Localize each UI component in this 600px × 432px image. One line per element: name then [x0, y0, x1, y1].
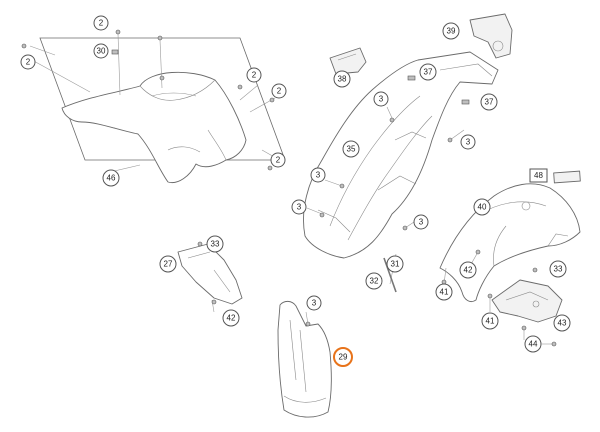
- svg-text:31: 31: [391, 260, 400, 269]
- svg-text:32: 32: [370, 277, 379, 286]
- callout-3-c: 3: [310, 167, 326, 183]
- rear-bracket-part: [491, 279, 563, 323]
- svg-text:48: 48: [534, 171, 543, 180]
- svg-text:33: 33: [211, 240, 220, 249]
- svg-text:46: 46: [107, 174, 116, 183]
- callout-2-e: 2: [270, 152, 286, 168]
- cover-piece-part: [469, 13, 513, 59]
- callout-41-b: 41: [481, 312, 499, 330]
- callout-43: 43: [553, 314, 571, 332]
- callout-31: 31: [386, 255, 404, 273]
- svg-text:37: 37: [485, 98, 494, 107]
- callout-group: 2 30 2 2 2 2 46 39 38 37 37 3 35 3 3 3 3…: [20, 15, 571, 367]
- svg-text:2: 2: [276, 156, 281, 165]
- callout-2-d: 2: [271, 83, 287, 99]
- callout-3-d: 3: [291, 199, 307, 215]
- callout-35: 35: [342, 140, 360, 158]
- svg-text:2: 2: [252, 71, 257, 80]
- callout-37-b: 37: [480, 93, 498, 111]
- callout-41-a: 41: [435, 283, 453, 301]
- callout-30: 30: [93, 43, 109, 59]
- callout-42-a: 42: [459, 261, 477, 279]
- svg-text:44: 44: [529, 340, 538, 349]
- svg-text:39: 39: [447, 27, 456, 36]
- svg-text:3: 3: [312, 299, 317, 308]
- svg-text:3: 3: [419, 218, 424, 227]
- callout-39: 39: [442, 22, 460, 40]
- callout-40: 40: [473, 198, 491, 216]
- tank-cover-group: [21, 29, 286, 184]
- svg-text:35: 35: [347, 145, 356, 154]
- callout-48-square: 48: [529, 168, 548, 183]
- svg-text:40: 40: [478, 203, 487, 212]
- svg-text:27: 27: [164, 260, 173, 269]
- svg-text:2: 2: [99, 19, 104, 28]
- svg-text:42: 42: [227, 314, 236, 323]
- callout-32: 32: [365, 272, 383, 290]
- reflector-part: [553, 170, 581, 184]
- callout-3-f: 3: [306, 295, 322, 311]
- bracket-part: [329, 47, 367, 75]
- callout-2-c: 2: [246, 67, 262, 83]
- callout-38: 38: [333, 70, 351, 88]
- svg-text:2: 2: [26, 58, 31, 67]
- callout-27: 27: [159, 255, 177, 273]
- svg-text:33: 33: [554, 265, 563, 274]
- side-panel-part: [177, 243, 243, 305]
- callout-44: 44: [524, 335, 542, 353]
- svg-text:42: 42: [464, 266, 473, 275]
- callout-46: 46: [102, 169, 120, 187]
- callout-2-b: 2: [20, 54, 36, 70]
- callout-3-b: 3: [460, 134, 476, 150]
- callout-42-b: 42: [222, 309, 240, 327]
- rear-fender-part: [439, 183, 581, 303]
- callout-33-b: 33: [549, 260, 567, 278]
- svg-text:38: 38: [338, 75, 347, 84]
- svg-text:3: 3: [316, 171, 321, 180]
- svg-text:3: 3: [466, 138, 471, 147]
- svg-text:2: 2: [277, 87, 282, 96]
- callout-3-e: 3: [413, 214, 429, 230]
- tank-cover-part: [61, 71, 247, 184]
- callout-33-a: 33: [206, 235, 224, 253]
- svg-text:30: 30: [97, 47, 106, 56]
- svg-text:3: 3: [297, 203, 302, 212]
- callout-29-highlighted: 29: [333, 347, 353, 367]
- subframe-group: [303, 51, 499, 285]
- long-bolt-part: [383, 257, 397, 293]
- callout-37-a: 37: [419, 63, 437, 81]
- svg-text:43: 43: [558, 319, 567, 328]
- svg-text:3: 3: [379, 95, 384, 104]
- svg-text:41: 41: [440, 288, 449, 297]
- callout-3-a: 3: [373, 91, 389, 107]
- svg-text:41: 41: [486, 317, 495, 326]
- svg-text:37: 37: [424, 68, 433, 77]
- svg-text:29: 29: [339, 353, 348, 362]
- mudguard-part: [277, 300, 332, 418]
- callout-2-a: 2: [93, 15, 109, 31]
